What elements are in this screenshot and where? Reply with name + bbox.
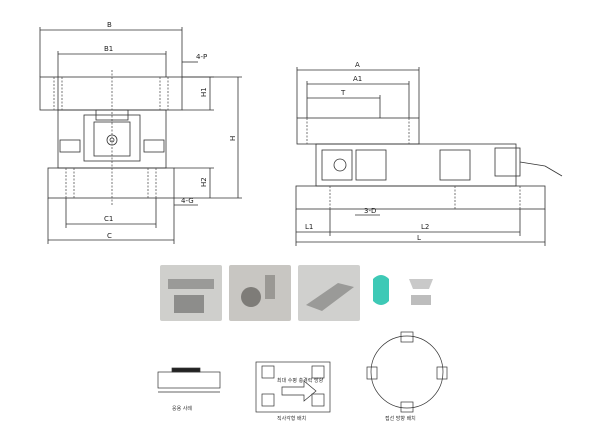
dim-L1: L1 <box>305 223 313 231</box>
dim-A: A <box>355 61 360 69</box>
dir-label: 최대 수평 충격력 방향 <box>277 377 324 384</box>
ball-bearing-photo <box>229 265 291 321</box>
mount-assembly-photo <box>160 265 222 321</box>
app-caption: 응용 사례 <box>172 405 192 412</box>
dim-C: C <box>107 232 112 240</box>
dim-B1: B1 <box>104 45 113 53</box>
dim-H1: H1 <box>200 87 208 97</box>
dim-C1: C1 <box>104 215 113 223</box>
dim-3-D: 3-D <box>364 207 376 215</box>
dim-4-G: 4-G <box>181 197 194 205</box>
dir-caption: 직사각형 배치 <box>277 415 306 422</box>
dim-A1: A1 <box>353 75 362 83</box>
dim-B: B <box>107 21 112 29</box>
dim-L2: L2 <box>421 223 429 231</box>
circle-caption: 접선 방향 배치 <box>385 415 416 422</box>
side-mount-photo <box>298 265 360 321</box>
dim-T: T <box>340 89 346 97</box>
dim-H: H <box>229 136 237 141</box>
dim-H2: H2 <box>200 177 208 187</box>
dim-L: L <box>417 234 421 242</box>
self-aligning-icon <box>367 265 439 321</box>
dim-4-P: 4-P <box>196 53 207 61</box>
